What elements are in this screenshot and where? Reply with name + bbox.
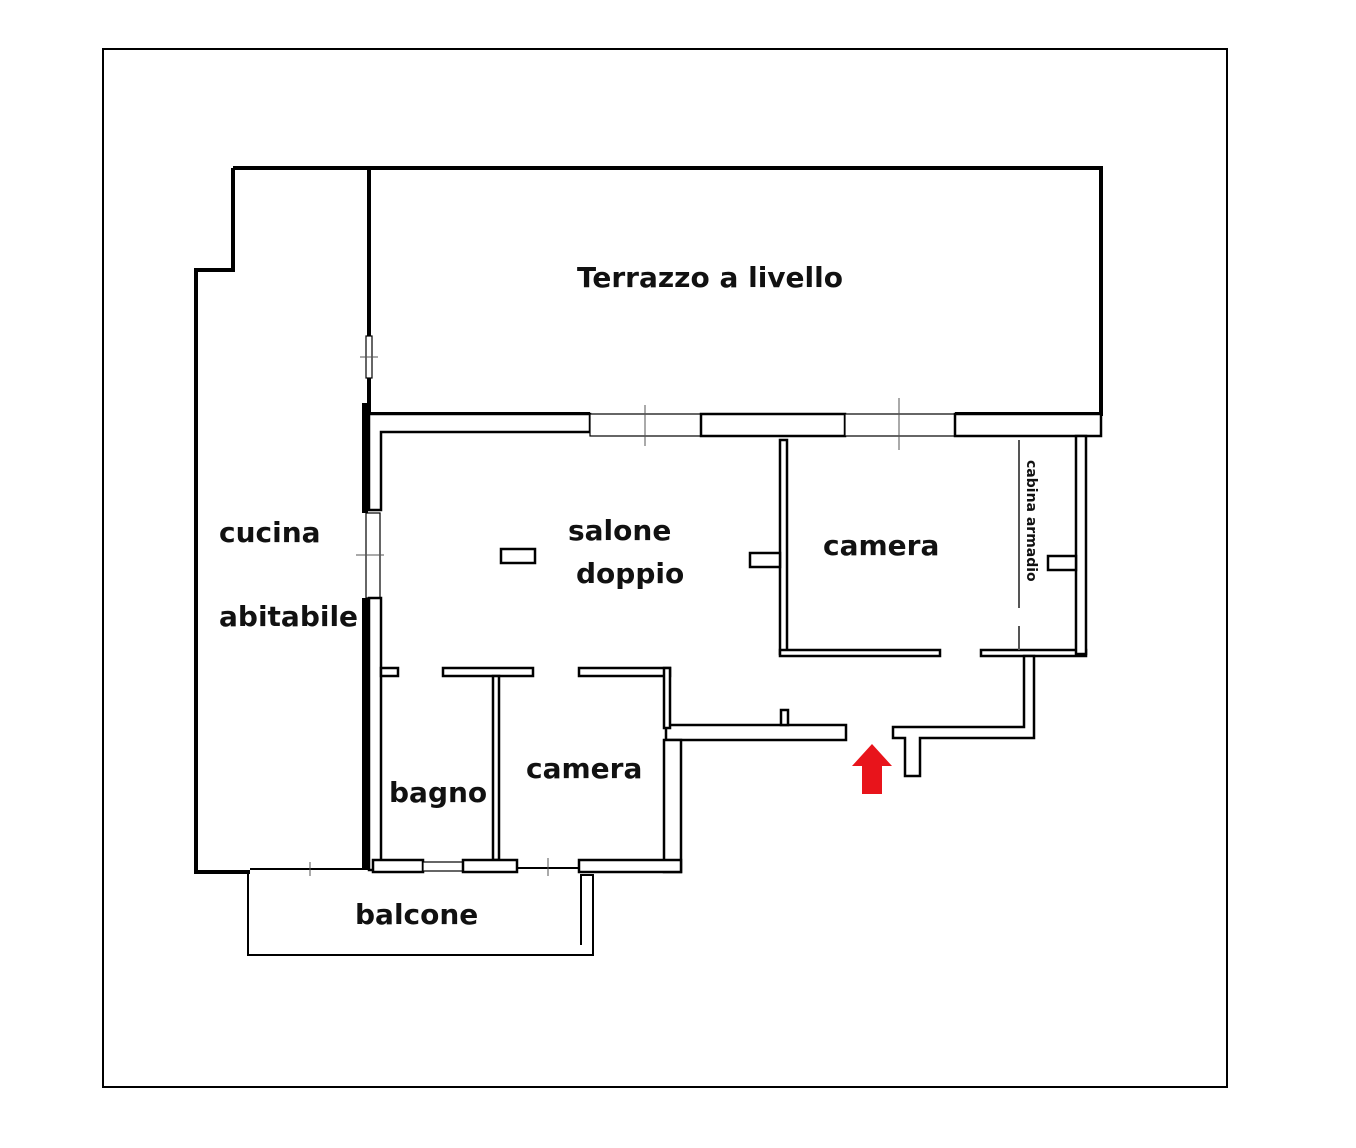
entrance-corridor-walls [664,654,1036,778]
label-camera-right: camera [823,529,939,562]
page-frame [102,48,1228,1088]
window-kitchen-terrace [360,335,378,379]
label-cucina: cucina [219,516,321,549]
label-bagno: bagno [389,776,487,809]
label-camera-bottom: camera [526,752,642,785]
kitchen-walls [194,166,369,876]
label-cabina-armadio: cabina armadio [1023,460,1039,582]
kitchen-salone-partition [356,403,384,870]
bottom-rooms-walls [371,666,683,876]
salone-west-wall [367,596,383,872]
balcony-walls [247,872,594,956]
label-terrazzo: Terrazzo a livello [577,261,843,294]
label-doppio: doppio [576,557,684,590]
label-abitabile: abitabile [219,600,358,633]
label-balcone: balcone [355,898,478,931]
salone-north-wall [367,398,1103,512]
arrow-up-icon [852,744,892,794]
camera-right-walls [748,434,1088,658]
salone-column [499,547,537,565]
label-salone: salone [568,514,671,547]
